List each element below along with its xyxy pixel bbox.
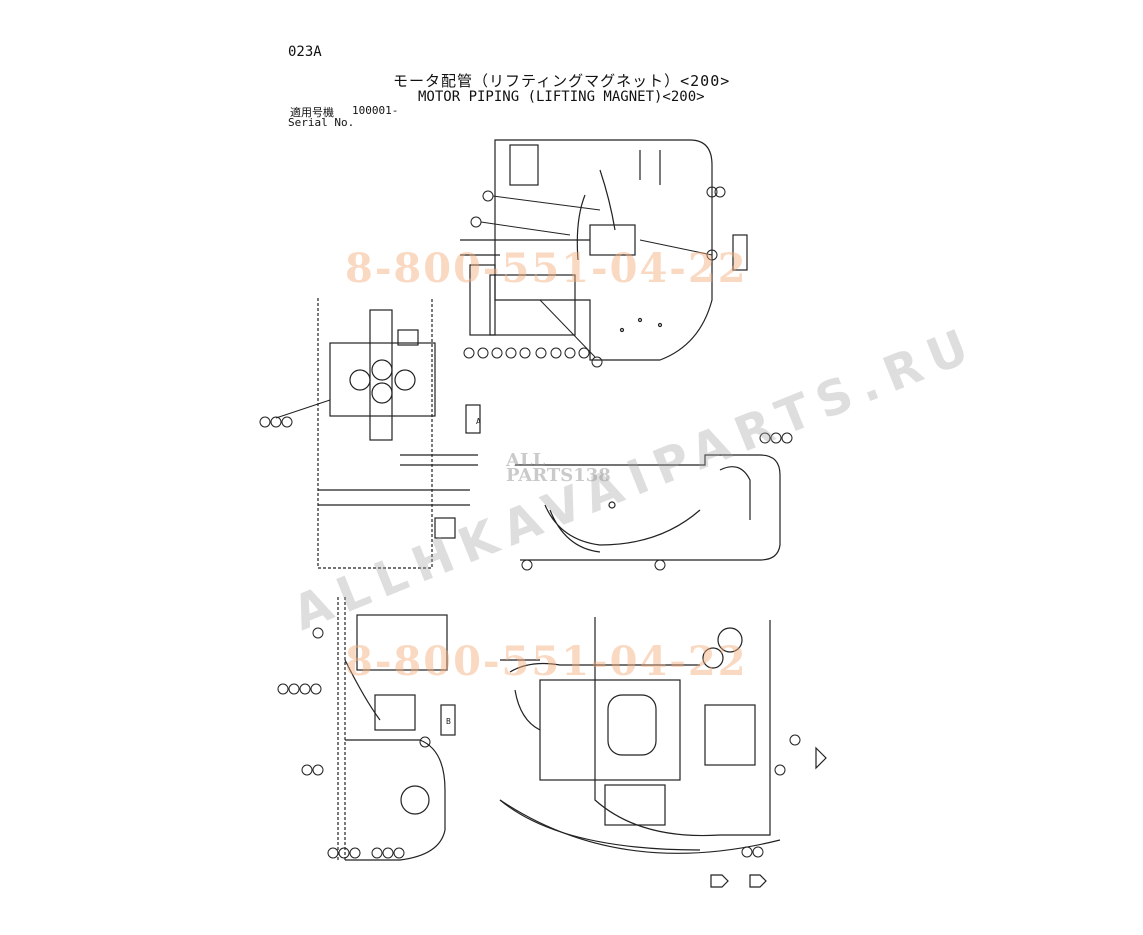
watermark-logo-top: ALL [506,450,546,471]
page-code: 023A [288,44,322,60]
title-english: MOTOR PIPING (LIFTING MAGNET)<200> [418,89,705,105]
view-label-b: B [446,717,451,726]
watermark-phone-2: 8-800-551-04-22 [345,638,748,685]
view-bottom-right [499,617,827,888]
view-label-a: A [476,417,481,426]
callout-balloons [259,186,801,859]
view-control-valve [317,298,481,569]
watermark-logo: ALL PARTS138 [506,450,611,486]
title-japanese: モータ配管（リフティングマグネット）<200> [393,72,731,90]
watermark-logo-bottom: PARTS138 [506,465,611,486]
view-side [515,454,781,561]
view-bottom-left [337,597,456,861]
serial-label-english: Serial No. [288,116,355,129]
view-top-motor [460,139,748,361]
serial-number-range: 100001- [352,104,399,117]
serial-label-japanese: 適用号機 [290,106,334,119]
watermark-phone: 8-800-551-04-22 [345,245,748,292]
